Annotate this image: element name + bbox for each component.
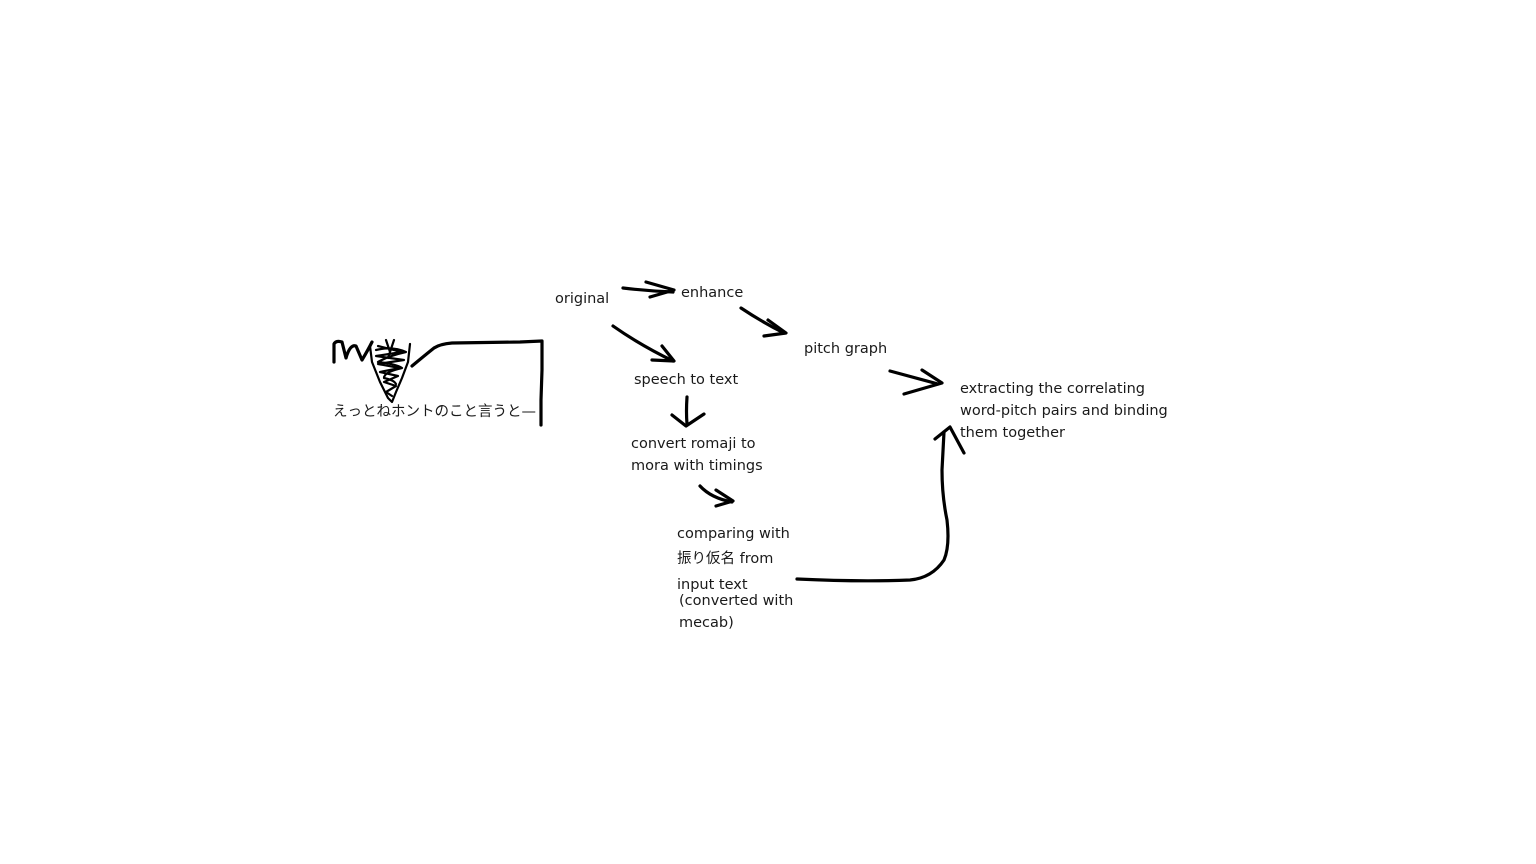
- node-extracting-line-2: word-pitch pairs and binding: [960, 403, 1168, 419]
- node-speech-to-text: speech to text: [634, 372, 739, 388]
- node-comparing-line-2: 振り仮名 from: [677, 551, 774, 567]
- arrow-speech-to-romaji: [670, 395, 706, 428]
- arrow-pitch-to-extracting: [888, 368, 944, 396]
- node-convert-romaji-line-2: mora with timings: [631, 458, 763, 474]
- node-comparing-line-1: comparing with: [677, 526, 790, 542]
- waveform-scribble-dense: [374, 347, 408, 386]
- node-extracting-line-1: extracting the correlating: [960, 381, 1146, 397]
- node-converted-note-line-2: mecab): [679, 615, 734, 631]
- waveform-box: [410, 339, 544, 427]
- node-extracting-line-3: them together: [960, 425, 1065, 441]
- arrow-original-to-speech: [611, 324, 676, 363]
- arrow-enhance-to-pitch-graph: [739, 306, 788, 338]
- arrow-comparing-to-extracting: [795, 425, 966, 583]
- waveform-sketch: [332, 338, 544, 427]
- sketch-caption: えっとねホントのこと言うと—: [333, 404, 536, 420]
- waveform-scribble-outline: [368, 342, 412, 404]
- waveform-squiggle: [332, 339, 374, 364]
- node-pitch-graph: pitch graph: [804, 341, 888, 357]
- arrow-original-to-enhance: [621, 280, 676, 299]
- arrow-romaji-to-comparing: [698, 484, 735, 508]
- node-converted-note-line-1: (converted with: [679, 593, 794, 609]
- node-enhance: enhance: [681, 285, 744, 301]
- node-convert-romaji-line-1: convert romaji to: [631, 436, 756, 452]
- node-original: original: [555, 291, 610, 307]
- node-comparing-line-3: input text: [677, 577, 748, 593]
